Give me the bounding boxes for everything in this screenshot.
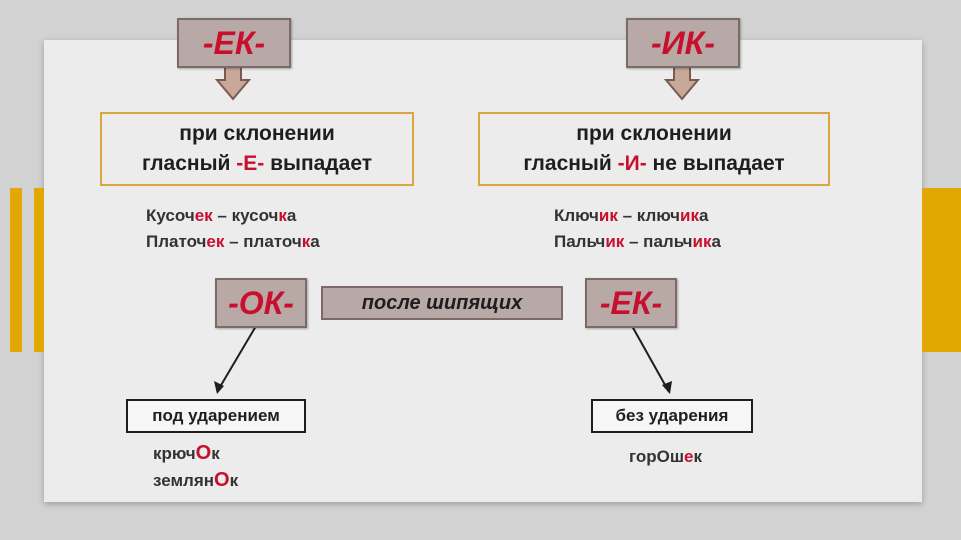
left-accent-bar-1	[10, 188, 22, 352]
suffix-ok-bottom: -ОК-	[215, 278, 307, 328]
arrow-to-stressed	[216, 325, 257, 393]
stressed-words: крючОк землянОк	[153, 440, 238, 494]
example-row: Ключик – ключика	[554, 206, 709, 225]
rule-box-ik: при склонении гласный -И- не выпадает	[478, 112, 830, 186]
example-row: Кусочек – кусочка	[146, 206, 297, 225]
rule-box-ek: при склонении гласный -Е- выпадает	[100, 112, 414, 186]
down-arrow-left	[214, 65, 252, 101]
right-accent-bar	[922, 188, 961, 352]
word-row: землянОк	[153, 469, 239, 491]
down-arrow-right	[663, 65, 701, 101]
arrow-to-unstressed	[631, 325, 670, 393]
rule-line-2: гласный -Е- выпадает	[141, 152, 373, 175]
unstressed-words: горОшек	[629, 444, 702, 470]
word-row: крючОк	[153, 442, 220, 464]
rule-line-1: при склонении	[576, 122, 732, 145]
suffix-ek-bottom: -ЕК-	[585, 278, 677, 328]
rule-line-1: при склонении	[179, 122, 335, 145]
example-row: Платочек – платочка	[146, 232, 320, 251]
examples-ik: Ключик – ключика Пальчик – пальчика	[554, 203, 721, 255]
stressed-label: под ударением	[126, 399, 306, 433]
left-accent-bar-2	[34, 188, 44, 352]
word-row: горОшек	[629, 447, 703, 466]
rule-line-2: гласный -И- не выпадает	[523, 152, 785, 175]
unstressed-label: без ударения	[591, 399, 753, 433]
suffix-ik-top: -ИК-	[626, 18, 740, 68]
example-row: Пальчик – пальчика	[554, 232, 721, 251]
after-sibilants-box: после шипящих	[321, 286, 563, 320]
suffix-ek-top: -ЕК-	[177, 18, 291, 68]
examples-ek: Кусочек – кусочка Платочек – платочка	[146, 203, 320, 255]
